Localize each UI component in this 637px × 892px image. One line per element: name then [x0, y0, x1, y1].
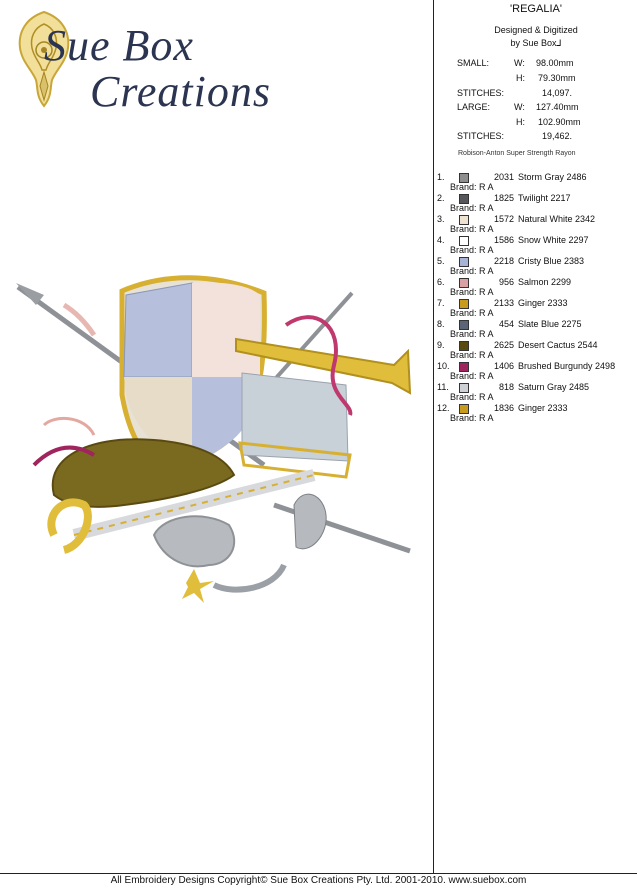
thread-brand: Brand: R A [450, 182, 494, 192]
thread-color-swatch-icon [459, 236, 469, 246]
footer-divider [0, 873, 637, 874]
thread-number: 11. [437, 382, 449, 392]
thread-code: 1586 [493, 235, 514, 245]
designer-line: by Sue Box⅃ [510, 38, 562, 48]
thread-color-swatch-icon [459, 341, 469, 351]
ornament-icon [18, 10, 70, 108]
thread-name: Ginger 2333 [518, 298, 568, 308]
thread-color-swatch-icon [459, 299, 469, 309]
thread-name: Brushed Burgundy 2498 [518, 361, 616, 371]
thread-brand-note: Robison-Anton Super Strength Rayon [458, 150, 576, 157]
small-stitches-value: 14,097. [542, 88, 573, 98]
thread-name: Salmon 2299 [518, 277, 572, 287]
thread-code: 2031 [493, 172, 514, 182]
large-stitches-value: 19,462. [542, 131, 573, 141]
thread-name: Ginger 2333 [518, 403, 568, 413]
thread-code: 818 [498, 382, 514, 392]
thread-color-swatch-icon [459, 362, 469, 372]
thread-code: 2218 [493, 256, 514, 266]
large-stitches-label: STITCHES: [457, 131, 505, 141]
thread-name: Slate Blue 2275 [518, 319, 582, 329]
thread-code: 956 [498, 277, 514, 287]
thread-brand: Brand: R A [450, 287, 494, 297]
small-h-value: 79.30mm [538, 73, 576, 83]
copyright-footer: All Embroidery Designs Copyright© Sue Bo… [110, 875, 527, 886]
thread-color-swatch-icon [459, 194, 469, 204]
small-w-value: 98.00mm [536, 58, 574, 68]
thread-code: 1836 [493, 403, 514, 413]
thread-name: Storm Gray 2486 [518, 172, 587, 182]
brand-logo: Sue Box Creations [14, 10, 270, 120]
thread-code: 1825 [493, 193, 514, 203]
large-w-value: 127.40mm [536, 102, 579, 112]
thread-number: 2. [437, 193, 445, 203]
embroidery-design-image [16, 275, 412, 603]
thread-number: 6. [437, 277, 445, 287]
large-h-label: H: [516, 117, 525, 127]
thread-color-swatch-icon [459, 383, 469, 393]
vertical-divider [433, 0, 434, 873]
thread-color-swatch-icon [459, 320, 469, 330]
small-stitches-label: STITCHES: [457, 88, 505, 98]
thread-name: Natural White 2342 [518, 214, 596, 224]
thread-color-swatch-icon [459, 173, 469, 183]
thread-number: 3. [437, 214, 445, 224]
thread-name: Cristy Blue 2383 [518, 256, 585, 266]
thread-brand: Brand: R A [450, 308, 494, 318]
thread-name: Snow White 2297 [518, 235, 589, 245]
large-label: LARGE: [457, 102, 491, 112]
thread-brand: Brand: R A [450, 266, 494, 276]
thread-color-swatch-icon [459, 215, 469, 225]
thread-number: 4. [437, 235, 445, 245]
thread-number: 5. [437, 256, 445, 266]
thread-brand: Brand: R A [450, 203, 494, 213]
large-w-label: W: [514, 102, 525, 112]
thread-brand: Brand: R A [450, 350, 494, 360]
thread-code: 1406 [493, 361, 514, 371]
design-title: 'REGALIA' [510, 3, 562, 15]
thread-number: 9. [437, 340, 445, 350]
designed-line: Designed & Digitized [494, 25, 578, 35]
thread-code: 1572 [493, 214, 514, 224]
small-label: SMALL: [457, 58, 490, 68]
logo-line1: Sue Box [44, 21, 194, 70]
thread-number: 7. [437, 298, 445, 308]
thread-number: 12. [437, 403, 450, 413]
thread-name: Saturn Gray 2485 [518, 382, 590, 392]
thread-brand: Brand: R A [450, 329, 494, 339]
thread-number: 1. [437, 172, 445, 182]
logo-line2: Creations [90, 67, 271, 116]
thread-color-swatch-icon [459, 404, 469, 414]
thread-brand: Brand: R A [450, 413, 494, 423]
small-w-label: W: [514, 58, 525, 68]
large-h-value: 102.90mm [538, 117, 581, 127]
thread-brand: Brand: R A [450, 392, 494, 402]
thread-color-swatch-icon [459, 257, 469, 267]
thread-brand: Brand: R A [450, 224, 494, 234]
thread-name: Desert Cactus 2544 [518, 340, 598, 350]
thread-number: 8. [437, 319, 445, 329]
small-h-label: H: [516, 73, 525, 83]
thread-number: 10. [437, 361, 450, 371]
thread-brand: Brand: R A [450, 371, 494, 381]
thread-name: Twilight 2217 [518, 193, 571, 203]
thread-code: 2133 [493, 298, 514, 308]
thread-brand: Brand: R A [450, 245, 494, 255]
thread-color-swatch-icon [459, 278, 469, 288]
thread-code: 454 [498, 319, 514, 329]
thread-code: 2625 [493, 340, 514, 350]
